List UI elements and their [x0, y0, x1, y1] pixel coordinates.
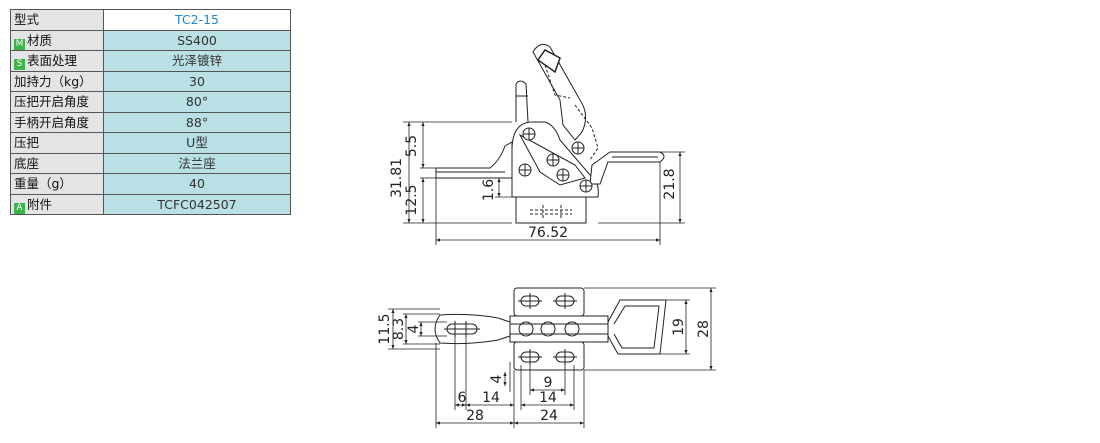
linkage	[518, 133, 586, 186]
pivot-pin	[518, 127, 593, 193]
spec-key: 底座	[10, 152, 104, 174]
spec-key: 手柄开启角度	[10, 111, 104, 133]
dim-label: 6	[458, 390, 467, 406]
dim-label: 4	[406, 324, 422, 333]
dim-label: 28	[696, 320, 712, 338]
material-badge-icon: M	[14, 38, 25, 50]
spec-key: 表面处理	[27, 53, 78, 69]
spec-row-bar-type: 压把 U型	[10, 132, 291, 154]
spec-value: 40	[103, 173, 291, 195]
spec-row-weight: 重量（g） 40	[10, 173, 291, 195]
u-handle	[607, 299, 667, 355]
dim-label: 11.5	[377, 313, 393, 344]
top-view	[434, 287, 667, 371]
spec-value: TC2-15	[103, 9, 291, 31]
spec-key: 压把	[10, 132, 104, 154]
side-view-dimensions	[403, 121, 685, 245]
clamp-body-top	[509, 315, 609, 343]
side-view	[435, 43, 665, 224]
clamp-arm	[435, 141, 513, 179]
spec-value: 30	[103, 70, 291, 92]
spec-row-base: 底座 法兰座	[10, 152, 291, 174]
handle-open	[532, 43, 586, 141]
spec-value: U型	[103, 132, 291, 154]
top-view-dimensions	[388, 287, 716, 428]
dim-label: 31.81	[389, 158, 405, 198]
arm-post	[515, 80, 529, 123]
dim-label: 19	[671, 318, 687, 336]
spec-row-model: 型式 TC2-15	[10, 9, 291, 31]
spec-key: 重量（g）	[10, 173, 104, 195]
dim-label: 12.5	[404, 184, 420, 215]
dim-label: 9	[544, 375, 553, 391]
dim-label: 4	[489, 374, 505, 383]
spec-row-bar-angle: 压把开启角度 80°	[10, 91, 291, 113]
spec-value: TCFC042507	[103, 193, 291, 215]
dim-label: 1.6	[481, 179, 497, 201]
spec-key: 附件	[27, 196, 53, 212]
dim-label: 5.5	[404, 135, 420, 157]
spec-key: 加持力（kg）	[10, 70, 104, 92]
accessory-badge-icon: A	[14, 202, 25, 214]
dim-label: 28	[466, 408, 484, 424]
dim-label: 76.52	[528, 225, 568, 241]
spec-value: 80°	[103, 91, 291, 113]
dim-label: 14	[482, 390, 500, 406]
spec-value: 法兰座	[103, 152, 291, 174]
spec-row-handle-angle: 手柄开启角度 88°	[10, 111, 291, 133]
dim-label: 8.3	[391, 318, 407, 340]
spec-value: SS400	[103, 29, 291, 51]
spec-value: 88°	[103, 111, 291, 133]
dim-label: 21.8	[662, 168, 678, 199]
dim-label: 24	[540, 408, 558, 424]
spec-value: 光泽镀锌	[103, 50, 291, 72]
surface-badge-icon: S	[14, 59, 25, 71]
spec-key: 型式	[10, 9, 104, 31]
spec-key: 材质	[27, 32, 53, 48]
spec-row-clamp-force: 加持力（kg） 30	[10, 70, 291, 92]
spec-key: 压把开启角度	[10, 91, 104, 113]
dim-label: 14	[539, 390, 557, 406]
mounting-slot	[518, 293, 577, 365]
